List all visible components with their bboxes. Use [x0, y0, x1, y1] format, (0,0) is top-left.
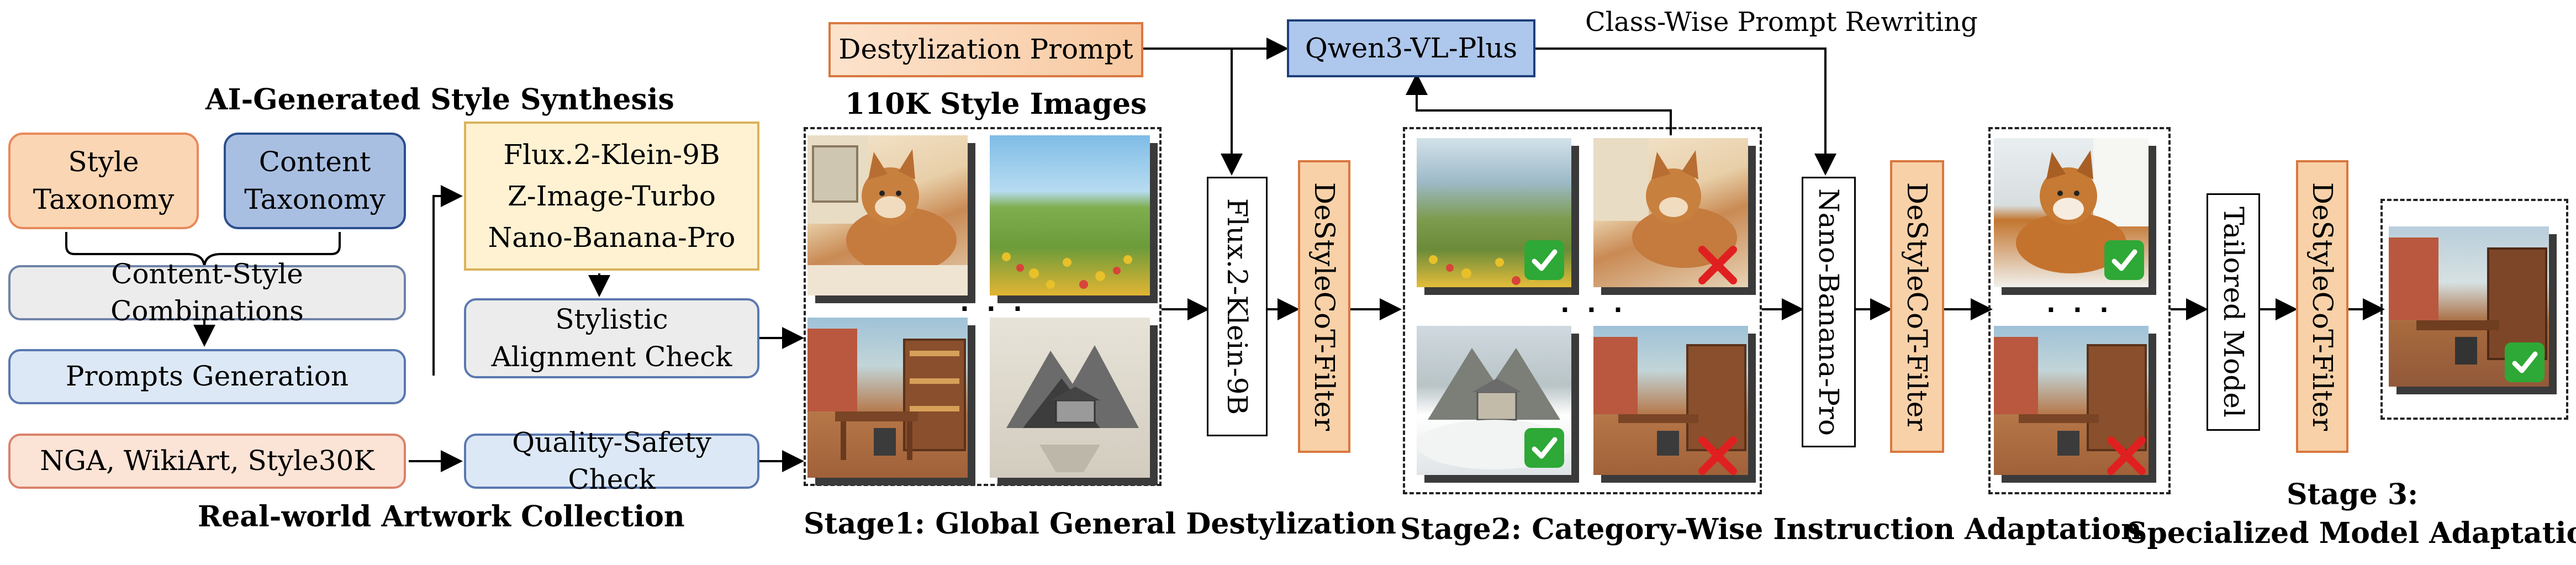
ink-painting-image — [990, 318, 1150, 478]
rewriting-label: Class-Wise Prompt Rewriting — [1585, 7, 1978, 38]
alignment-check-box: Stylistic Alignment Check — [464, 298, 759, 378]
generator-3: Nano-Banana-Pro — [488, 221, 736, 254]
stage1-images-frame — [804, 127, 1162, 486]
sources-box: NGA, WikiArt, Style30K — [8, 434, 406, 489]
check-icon — [1524, 428, 1564, 468]
study-room-image — [807, 318, 968, 478]
stage1-title: Stage1: Global General Destylization — [804, 507, 1396, 541]
stage3-output-frame — [2380, 199, 2568, 420]
arrow-prompts-generators — [432, 185, 463, 376]
stage2-filter-label: DeStyleCoT-Filter — [1901, 182, 1933, 431]
stage2b-images-frame — [1988, 127, 2171, 494]
stage1-filter-label: DeStyleCoT-Filter — [1308, 182, 1340, 431]
stage1-model-label: Flux.2-Klein-9B — [1221, 198, 1253, 415]
quality-check-box: Quality-Safety Check — [464, 426, 759, 495]
qwen-box: Qwen3-VL-Plus — [1287, 19, 1535, 77]
stage3-filter-box: DeStyleCoT-Filter — [2296, 160, 2348, 453]
flower-field-image — [990, 135, 1150, 295]
destylization-prompt-box: Destylization Prompt — [828, 22, 1143, 77]
cross-icon — [2104, 434, 2149, 478]
check-icon — [2505, 342, 2545, 382]
collection-title: Real-world Artwork Collection — [198, 500, 685, 534]
images-title: 110K Style Images — [845, 87, 1147, 121]
content-taxonomy-line1: Content — [258, 146, 371, 178]
stage3-model-box: Tailored Model — [2207, 193, 2260, 431]
stage3-title-line1: Stage 3: — [2287, 478, 2419, 511]
content-taxonomy-box: Content Taxonomy — [224, 133, 406, 229]
stage2-temple-image — [1417, 326, 1571, 475]
stage2b-ellipsis: · · · — [2046, 296, 2113, 324]
check-icon — [1524, 240, 1564, 280]
stage3-model-label: Tailored Model — [2217, 207, 2250, 418]
stage3-filter-label: DeStyleCoT-Filter — [2306, 182, 2339, 431]
content-taxonomy-line2: Taxonomy — [244, 183, 386, 215]
arrow-stage2-qwen — [1406, 73, 1672, 135]
stage1-ellipsis: · · · — [960, 295, 1027, 323]
cross-icon — [1696, 434, 1740, 478]
style-taxonomy-box: Style Taxonomy — [8, 133, 199, 229]
stage2-filter-box: DeStyleCoT-Filter — [1890, 160, 1944, 453]
style-taxonomy-line2: Taxonomy — [33, 183, 175, 215]
generator-2: Z-Image-Turbo — [508, 179, 716, 212]
alignment-line2: Alignment Check — [491, 340, 732, 373]
synthesis-title: AI-Generated Style Synthesis — [205, 83, 674, 117]
stage3-title-line2: Specialized Model Adaptation — [2126, 516, 2576, 550]
generator-1: Flux.2-Klein-9B — [503, 138, 720, 171]
stage2-dog-image — [1593, 138, 1748, 287]
arrow-qwen-nano — [1535, 47, 1836, 176]
dog-illustration-image — [807, 135, 968, 295]
stage3-output-image — [2389, 226, 2549, 387]
cross-icon — [1696, 243, 1740, 287]
combinations-box: Content-Style Combinations — [8, 258, 406, 327]
style-taxonomy-line1: Style — [68, 146, 139, 178]
prompts-box: Prompts Generation — [8, 349, 406, 404]
alignment-line1: Stylistic — [555, 303, 668, 335]
stage2-title: Stage2: Category-Wise Instruction Adapta… — [1400, 513, 2142, 546]
check-icon — [2104, 240, 2144, 280]
stage1-filter-box: DeStyleCoT-Filter — [1298, 160, 1350, 453]
generators-box: Flux.2-Klein-9B Z-Image-Turbo Nano-Banan… — [464, 122, 759, 271]
stage2-images-frame — [1403, 127, 1762, 494]
stage1-model-box: Flux.2-Klein-9B — [1207, 177, 1268, 436]
stage2-model-box: Nano-Banana-Pro — [1802, 177, 1856, 447]
stage2-model-label: Nano-Banana-Pro — [1813, 188, 1845, 436]
stage2-ellipsis: · · · — [1560, 296, 1627, 324]
